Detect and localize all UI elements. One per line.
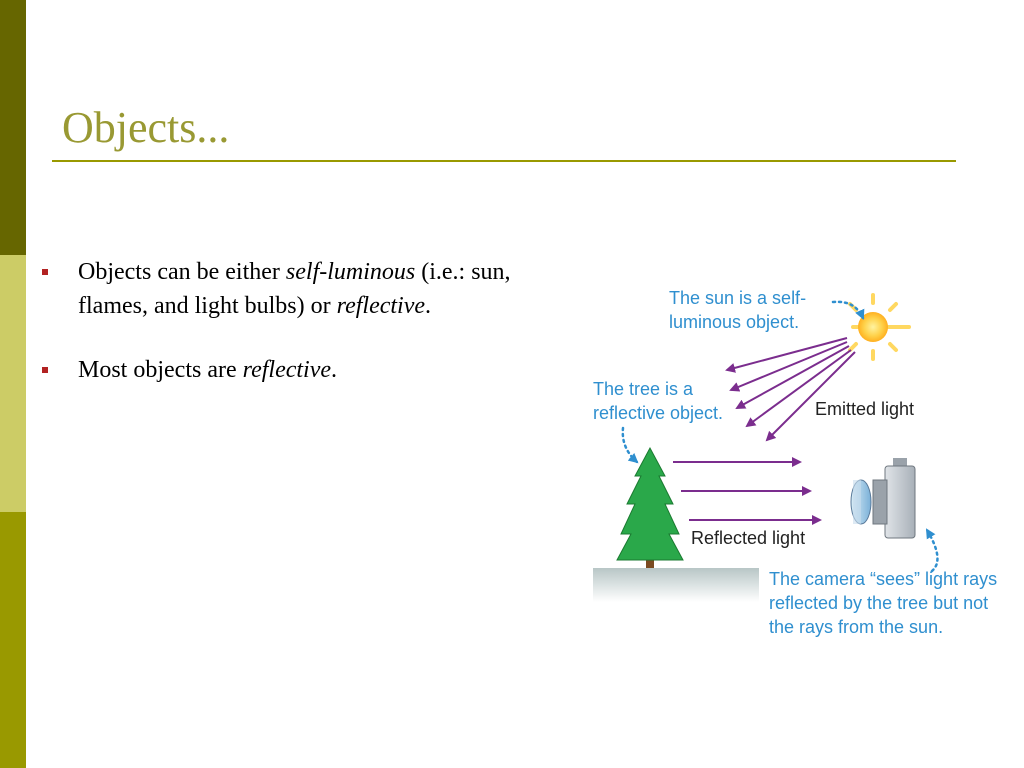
tree-icon xyxy=(616,446,684,568)
sun-callout-arrow xyxy=(831,300,865,320)
emitted-rays xyxy=(725,337,856,442)
sidebar-block-bottom xyxy=(0,512,26,768)
bullet-text: . xyxy=(425,293,432,319)
sun-caption-line: luminous object. xyxy=(669,312,800,332)
bullet-item: Most objects are reflective. xyxy=(40,353,550,387)
diagram-graphics xyxy=(593,293,939,602)
camera-icon xyxy=(850,458,916,539)
bullet-text: Objects can be either xyxy=(78,259,286,285)
camera-caption-line: The camera “sees” light rays xyxy=(769,569,998,589)
sun-caption-line: The sun is a self- xyxy=(669,288,807,308)
slide-title: Objects... xyxy=(62,103,230,152)
bullet-text: . xyxy=(331,357,338,383)
sun-icon xyxy=(848,293,911,361)
reflected-light-label: Reflected light xyxy=(691,528,806,548)
sidebar-block-middle xyxy=(0,255,26,512)
bullet-text: (i.e.: sun, flames, and light bulbs) or xyxy=(78,259,511,319)
tree-caption-line: reflective object. xyxy=(593,403,724,423)
camera-caption: The camera “sees” light rays reflected b… xyxy=(769,567,997,639)
bullet-emphasis: reflective xyxy=(336,293,426,319)
sidebar-accent xyxy=(0,0,26,768)
bullet-list: Objects can be either self-luminous (i.e… xyxy=(40,255,550,387)
camera-caption-line: reflected by the tree but not xyxy=(769,593,989,613)
bullet-emphasis: reflective xyxy=(242,357,332,383)
light-diagram: The sun is a self- luminous object. The … xyxy=(585,280,1024,650)
sidebar-block-top xyxy=(0,0,26,255)
title-underline xyxy=(52,160,956,162)
tree-caption: The tree is a reflective object. xyxy=(593,377,723,425)
reflected-rays xyxy=(673,457,822,525)
tree-callout-arrow xyxy=(621,426,639,464)
tree-caption-line: The tree is a xyxy=(593,379,694,399)
emitted-light-label: Emitted light xyxy=(815,399,915,419)
bullet-emphasis: self-luminous xyxy=(285,259,416,285)
camera-callout-arrow xyxy=(925,528,939,573)
camera-caption-line: the rays from the sun. xyxy=(769,617,944,637)
bullet-item: Objects can be either self-luminous (i.e… xyxy=(40,255,550,323)
ground xyxy=(593,568,759,602)
bullet-marker-icon xyxy=(42,367,48,373)
sun-caption: The sun is a self- luminous object. xyxy=(669,286,806,334)
bullet-marker-icon xyxy=(42,269,48,275)
bullet-text: Most objects are xyxy=(78,357,243,383)
